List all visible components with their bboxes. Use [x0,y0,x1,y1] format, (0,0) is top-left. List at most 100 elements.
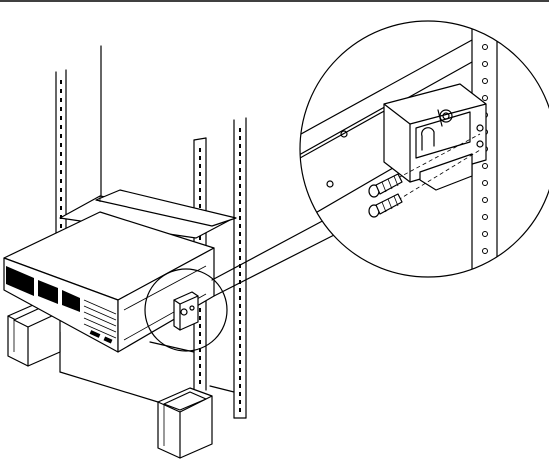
support-block-right [157,387,213,459]
rail-hole [199,308,201,312]
rack-post-hole [482,163,488,169]
rail-hole [239,280,241,284]
rail-hole [60,116,62,120]
rail-hole [60,161,62,165]
rail-hole [199,164,201,168]
rail-hole [60,80,62,84]
rail-hole [199,364,201,368]
rail-hole [239,272,241,276]
rack-post-hole [482,231,488,237]
rack-post-hole [482,44,488,50]
rail-hole [239,232,241,236]
rail-hole [239,408,241,412]
rail-hole [199,340,201,344]
rack-post-hole [482,78,488,84]
rail-hole [239,328,241,332]
rack-post-hole [482,197,488,203]
rail-hole [239,240,241,244]
rail-hole [239,288,241,292]
rail-hole [239,176,241,180]
rail-hole [60,152,62,156]
rail-hole [199,148,201,152]
rail-hole [239,208,241,212]
rack-post-hole [482,95,488,101]
rail-hole [60,179,62,183]
front-right-rail [233,117,247,419]
rail-hole [239,320,241,324]
callout-leader-lower [213,231,341,297]
rail-hole [60,125,62,129]
rail-hole [60,197,62,201]
rail-hole [239,336,241,340]
rail-hole [60,98,62,102]
rack-floor-frame [59,331,235,403]
rail-hole [239,136,241,140]
detail-circle-small [144,268,228,352]
rail-hole [60,188,62,192]
rail-hole [239,128,241,132]
rail-hole [199,372,201,376]
rail-hole [239,248,241,252]
support-block-left [7,301,61,367]
rail-hole [239,312,241,316]
rail-hole [199,196,201,200]
rail-hole [60,89,62,93]
rail-hole [239,376,241,380]
rail-hole [239,216,241,220]
rail-hole [60,143,62,147]
rail-hole [199,172,201,176]
rack-post-hole [482,61,488,67]
rail-hole [199,380,201,384]
callout-leader-upper [211,217,329,281]
rail-hole [60,134,62,138]
rail-hole [199,204,201,208]
rail-hole [239,352,241,356]
rail-hole [199,348,201,352]
rail-hole [199,180,201,184]
rack-post-hole [482,180,488,186]
rail-hole [239,296,241,300]
mounting-screw-upper [368,173,403,198]
rear-left-rail-holes [60,80,62,255]
rail-hole [239,384,241,388]
server-front-panel [6,266,117,344]
rail-hole [199,356,201,360]
rack-post-hole [482,248,488,254]
rail-hole [199,316,201,320]
rack-post-hole [482,214,488,220]
mounting-screw-lower [368,193,403,218]
rail-hole [239,160,241,164]
rail-hole [239,200,241,204]
rail-hole [239,168,241,172]
rail-hole [239,192,241,196]
rail-hole [239,360,241,364]
rail-hole [199,156,201,160]
rail-hole [60,224,62,228]
rail-hole [239,400,241,404]
rack-post-hole [482,265,488,271]
rail-hole [60,170,62,174]
rail-hole [239,304,241,308]
slide-rail-top [59,189,237,239]
rail-hole [199,332,201,336]
rail-hole [239,184,241,188]
rail-hole [239,368,241,372]
rail-hole [239,224,241,228]
rail-hole [60,107,62,111]
rail-hole [239,256,241,260]
rail-hole [239,344,241,348]
rail-hole [199,188,201,192]
server-unit [3,211,215,353]
rack-post-hole [482,27,488,33]
mounting-bracket [383,83,487,191]
rail-hole [199,236,201,240]
rail-hole [239,144,241,148]
front-right-rail-holes [239,128,241,412]
rail-hole [60,206,62,210]
rail-hole [239,264,241,268]
detail-circle-magnified [299,20,549,278]
rail-hole [199,324,201,328]
rail-hole [239,152,241,156]
